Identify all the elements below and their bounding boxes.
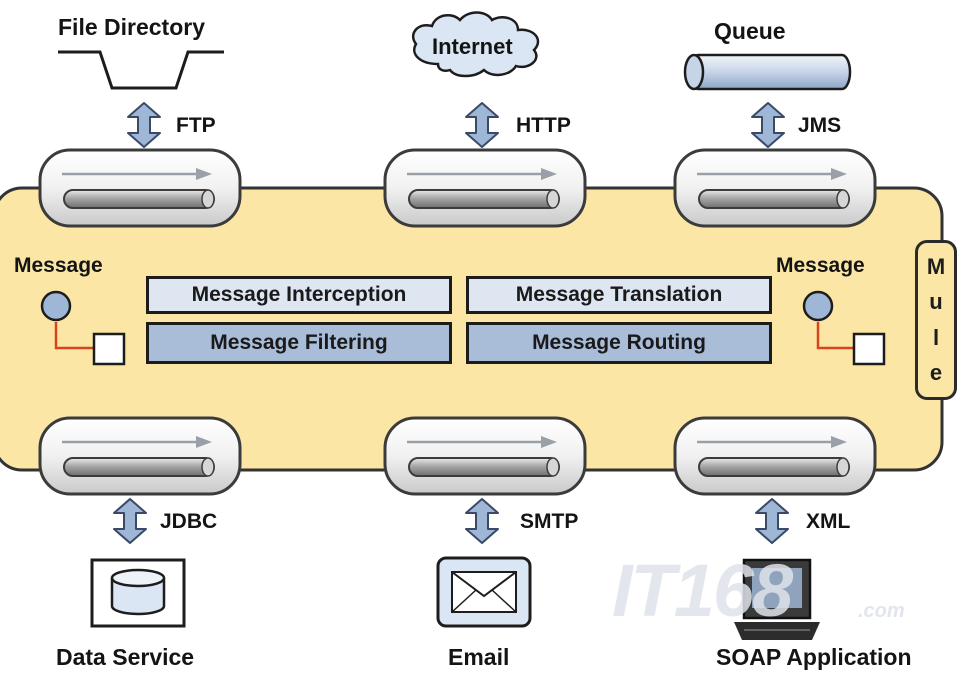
- internet-label: Internet: [432, 34, 513, 59]
- channel-pipe-icon: [383, 416, 587, 496]
- protocol-jdbc: JDBC: [160, 510, 218, 533]
- message-filtering-box: Message Filtering: [146, 322, 452, 364]
- channel-pipe-icon: [383, 148, 587, 228]
- mule-letter: e: [929, 360, 943, 386]
- double-arrow-icon: [113, 498, 147, 544]
- channel-pipe-icon: [38, 148, 242, 228]
- channel-pipe-icon: [673, 416, 877, 496]
- computer-icon: [734, 558, 820, 640]
- file-directory-icon: [58, 50, 224, 90]
- message-interception-box: Message Interception: [146, 276, 452, 314]
- double-arrow-icon: [127, 102, 161, 148]
- channel-pipe-icon: [673, 148, 877, 228]
- double-arrow-icon: [751, 102, 785, 148]
- email-label: Email: [448, 644, 510, 670]
- message-right-label: Message: [776, 254, 865, 277]
- queue-pipe-icon: [683, 53, 852, 91]
- watermark-domain: .com: [858, 600, 905, 622]
- double-arrow-icon: [465, 498, 499, 544]
- double-arrow-icon: [755, 498, 789, 544]
- message-left-label: Message: [14, 254, 103, 277]
- message-left-icon: [40, 290, 126, 366]
- mule-letter: l: [932, 324, 940, 350]
- mule-letter: M: [926, 253, 946, 279]
- protocol-http: HTTP: [516, 114, 571, 137]
- channel-pipe-icon: [38, 416, 242, 496]
- soap-application-label: SOAP Application: [716, 644, 912, 670]
- protocol-xml: XML: [806, 510, 851, 533]
- mule-letter: u: [929, 289, 943, 315]
- watermark-logo: IT168: [612, 549, 793, 632]
- envelope-icon: [436, 556, 532, 628]
- protocol-ftp: FTP: [176, 114, 216, 137]
- mule-label: M u l e: [915, 240, 957, 400]
- message-translation-box: Message Translation: [466, 276, 772, 314]
- protocol-jms: JMS: [798, 114, 842, 137]
- message-routing-box: Message Routing: [466, 322, 772, 364]
- cloud-icon: [411, 11, 540, 78]
- data-service-label: Data Service: [56, 644, 195, 670]
- double-arrow-icon: [465, 102, 499, 148]
- queue-label: Queue: [714, 18, 786, 44]
- database-icon: [90, 558, 186, 628]
- protocol-smtp: SMTP: [520, 510, 579, 533]
- message-right-icon: [802, 290, 886, 366]
- file-directory-label: File Directory: [58, 14, 205, 40]
